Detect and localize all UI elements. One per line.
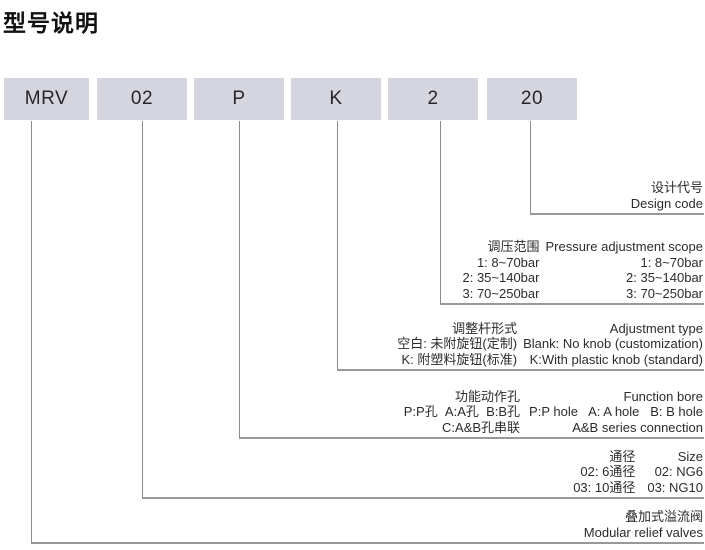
pressure-option-2-cn: 2: 35~140bar [462, 270, 540, 285]
adjustment-option-blank-en: Blank: No knob (customization) [523, 336, 703, 351]
size-option-02-en: 02: NG6 [654, 464, 703, 479]
adjustment-header-cn: 调整杆形式 [452, 320, 518, 336]
adjustment-option-blank-cn: 空白: 未附旋钮(定制) [397, 336, 518, 351]
model-code-box-function: P [194, 78, 284, 120]
model-code-box-size: 02 [97, 78, 187, 120]
pressure-option-3-cn: 3: 70~250bar [462, 285, 540, 301]
section-product-name: 叠加式溢流阀 Modular relief valves [584, 509, 703, 540]
pressure-option-1-cn: 1: 8~70bar [476, 254, 540, 270]
connector-line-knob [337, 121, 704, 371]
size-header-en: Size [677, 448, 703, 464]
design-code-header-en: Design code [630, 195, 703, 211]
function-option-c-cn: C:A&B孔串联 [442, 419, 521, 435]
connector-line-size [142, 121, 704, 499]
connector-line-function [239, 121, 704, 439]
section-pressure-adjustment-scope: 调压范围 Pressure adjustment scope 1: 8~70ba… [462, 239, 703, 301]
design-code-header-cn: 设计代号 [650, 180, 703, 195]
function-option-pab-cn: P:P孔 A:A孔 B:B孔 [403, 404, 521, 419]
connector-line-mrv [31, 121, 704, 544]
model-code-box-mrv: MRV [4, 78, 89, 120]
model-code-box-knob: K [291, 78, 381, 120]
connector-line-pressure [440, 121, 704, 305]
size-option-02-cn: 02: 6通径 [580, 464, 636, 479]
adjustment-option-k-cn: K: 附塑料旋钮(标准) [401, 351, 518, 367]
section-design-code: 设计代号 Design code [631, 180, 703, 211]
function-option-pab-en: P:P hole A: A hole B: B hole [529, 404, 703, 419]
size-option-03-en: 03: NG10 [647, 479, 703, 495]
function-header-cn: 功能动作孔 [455, 388, 521, 404]
function-header-en: Function bore [623, 388, 704, 404]
section-adjustment-type: 调整杆形式 Adjustment type 空白: 未附旋钮(定制) Blank… [397, 321, 703, 368]
product-name-en: Modular relief valves [583, 524, 703, 540]
size-header-cn: 通径 [609, 448, 636, 464]
model-code-box-pressure: 2 [388, 78, 478, 120]
function-option-c-en: A&B series connection [572, 419, 703, 435]
adjustment-header-en: Adjustment type [609, 320, 703, 336]
product-name-cn: 叠加式溢流阀 [624, 509, 703, 524]
adjustment-option-k-en: K:With plastic knob (standard) [529, 351, 703, 367]
pressure-header-cn: 调压范围 [487, 239, 540, 254]
pressure-option-1-en: 1: 8~70bar [640, 254, 703, 270]
page-title: 型号说明 [3, 10, 99, 36]
section-size: 通径 Size 02: 6通径 02: NG6 03: 10通径 03: NG1… [573, 449, 703, 496]
pressure-header-en: Pressure adjustment scope [545, 239, 703, 254]
model-code-box-design: 20 [487, 78, 577, 120]
connector-line-design [530, 121, 704, 215]
section-function-bore: 功能动作孔 Function bore P:P孔 A:A孔 B:B孔 P:P h… [404, 389, 703, 436]
pressure-option-3-en: 3: 70~250bar [626, 285, 703, 301]
size-option-03-cn: 03: 10通径 [573, 479, 636, 495]
pressure-option-2-en: 2: 35~140bar [626, 270, 703, 285]
